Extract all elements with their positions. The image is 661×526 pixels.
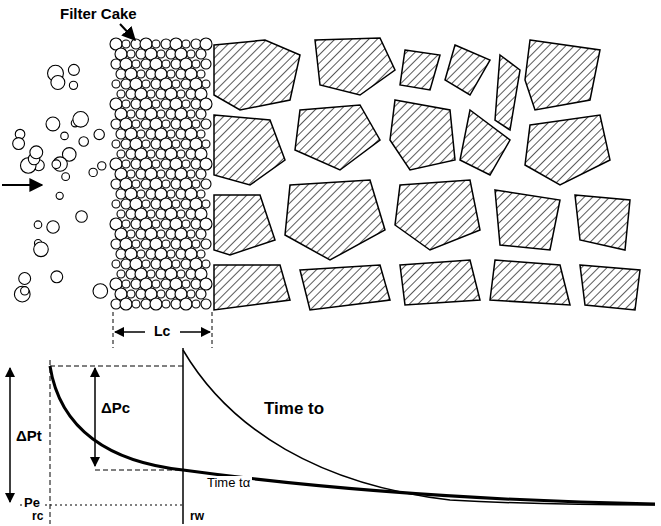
flow-arrow bbox=[2, 184, 42, 186]
text-label: Time to bbox=[262, 400, 326, 419]
text-label: rc bbox=[30, 510, 45, 523]
pressure-plot bbox=[10, 348, 655, 524]
text-label: ΔPt bbox=[14, 428, 44, 445]
dimension-line bbox=[212, 312, 213, 348]
suspended-particles bbox=[13, 64, 108, 302]
text-label: Pe bbox=[22, 496, 42, 510]
text-label: Filter Cake bbox=[60, 6, 137, 23]
text-label: ΔPc bbox=[99, 400, 132, 417]
text-label: Time tα bbox=[205, 476, 252, 490]
text-label: rw bbox=[188, 510, 206, 523]
dimension-arrow bbox=[115, 331, 145, 333]
dimension-line bbox=[113, 312, 114, 348]
rock-grains bbox=[214, 38, 640, 310]
text-label: Lc bbox=[152, 324, 172, 339]
filter-cake-particles bbox=[110, 38, 212, 310]
leader-arrow bbox=[120, 24, 135, 40]
dimension-arrow bbox=[180, 331, 210, 333]
